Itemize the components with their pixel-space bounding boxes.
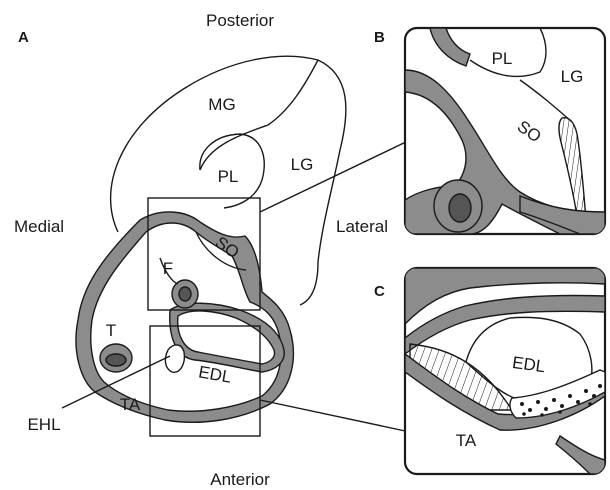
- label-t: T: [106, 321, 116, 340]
- label-lg: LG: [291, 155, 314, 174]
- medial-label: Medial: [14, 217, 64, 236]
- panel-b-label: B: [374, 29, 385, 46]
- label-mg: MG: [208, 95, 235, 114]
- panel-c: C EDL TA: [374, 268, 605, 474]
- ehl-muscle: [165, 345, 184, 372]
- mg-lg-boundary: [200, 60, 318, 170]
- lateral-label: Lateral: [336, 217, 388, 236]
- panel-c-label: C: [374, 283, 385, 300]
- posterior-label: Posterior: [206, 11, 274, 30]
- inset-b-label-lg: LG: [561, 67, 584, 86]
- panel-a: A Posterior Anterior Medial Lateral: [14, 11, 410, 489]
- connector-c: [260, 400, 410, 432]
- inset-b-label-pl: PL: [492, 49, 513, 68]
- inset-c-label-ta: TA: [456, 431, 477, 450]
- inset-b-vessel: [449, 194, 471, 222]
- panel-a-label: A: [18, 29, 29, 46]
- anterior-label: Anterior: [210, 470, 270, 489]
- anterior-septum: [170, 303, 285, 372]
- label-pl: PL: [218, 167, 239, 186]
- deep-fascia: [76, 212, 293, 422]
- label-ehl: EHL: [27, 415, 60, 434]
- tibial-vessel: [106, 354, 126, 366]
- label-edl: EDL: [197, 362, 233, 386]
- panel-b: B PL LG SO: [374, 28, 605, 234]
- label-f: F: [163, 259, 173, 278]
- fibular-vessel: [179, 287, 191, 301]
- label-ta: TA: [120, 395, 141, 414]
- connector-b: [260, 140, 410, 212]
